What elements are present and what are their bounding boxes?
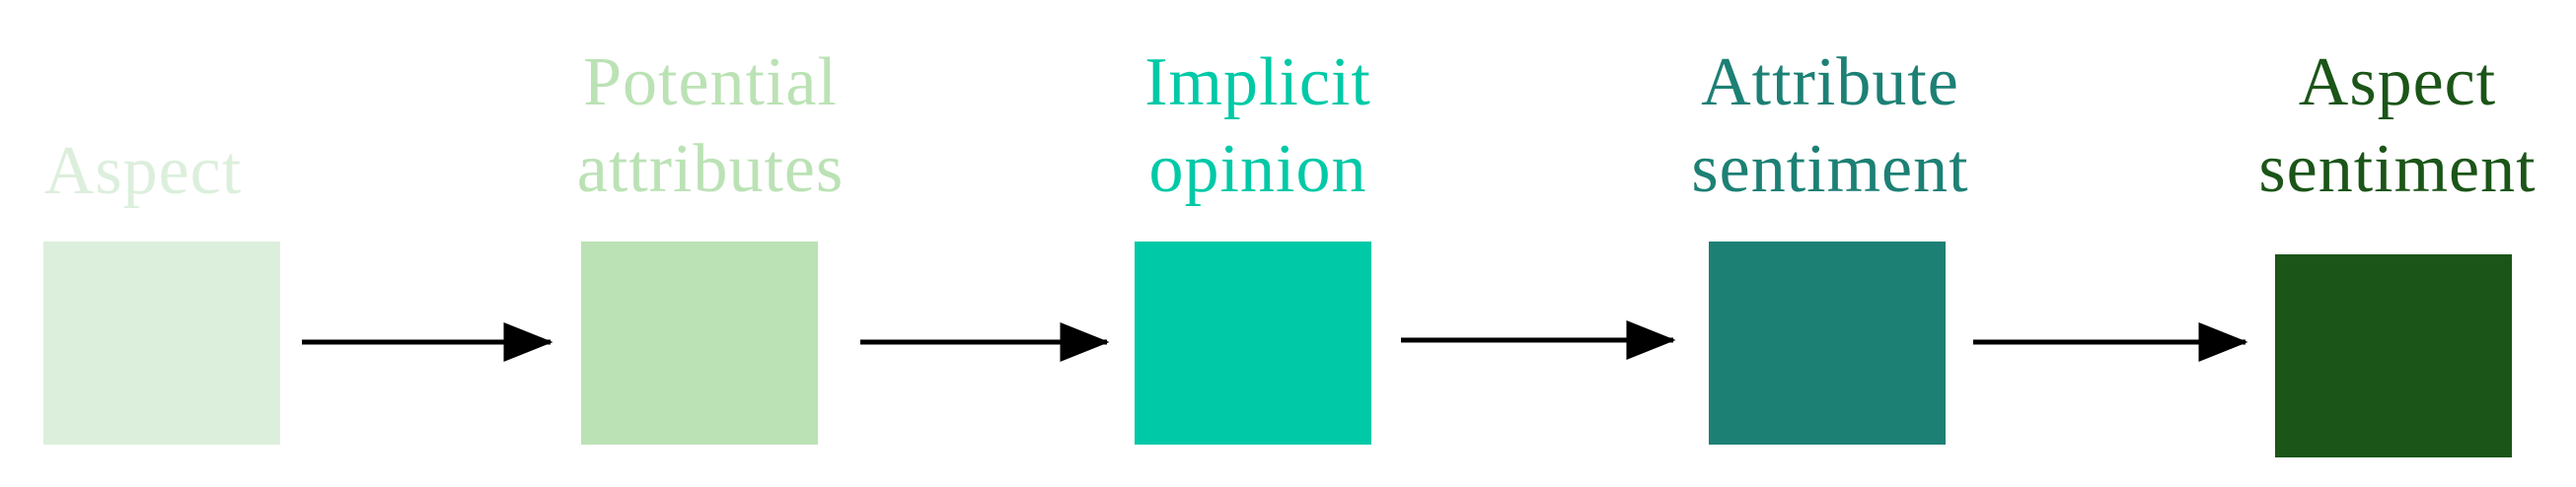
stage-label-line: Implicit bbox=[1144, 44, 1371, 120]
stage-label-aspect-sentiment: Aspect sentiment bbox=[2230, 39, 2565, 213]
stage-label-line: Attribute bbox=[1701, 44, 1959, 120]
stage-label-line: attributes bbox=[576, 131, 845, 207]
stage-box-potential-attributes bbox=[581, 242, 818, 445]
stage-label-line: Potential bbox=[583, 44, 838, 120]
stage-label-aspect: Aspect bbox=[30, 128, 257, 215]
stage-label-potential-attributes: Potential attributes bbox=[552, 39, 868, 213]
stage-box-aspect bbox=[43, 242, 280, 445]
stage-box-implicit-opinion bbox=[1135, 242, 1371, 445]
stage-label-line: sentiment bbox=[2258, 131, 2537, 207]
stage-label-line: opinion bbox=[1148, 131, 1367, 207]
stage-label-implicit-opinion: Implicit opinion bbox=[1115, 39, 1401, 213]
stage-label-line: sentiment bbox=[1691, 131, 1969, 207]
stage-label-line: Aspect bbox=[43, 133, 243, 209]
stage-box-attribute-sentiment bbox=[1709, 242, 1946, 445]
stage-label-attribute-sentiment: Attribute sentiment bbox=[1667, 39, 1993, 213]
stage-label-line: Aspect bbox=[2298, 44, 2497, 120]
stage-box-aspect-sentiment bbox=[2275, 254, 2512, 457]
